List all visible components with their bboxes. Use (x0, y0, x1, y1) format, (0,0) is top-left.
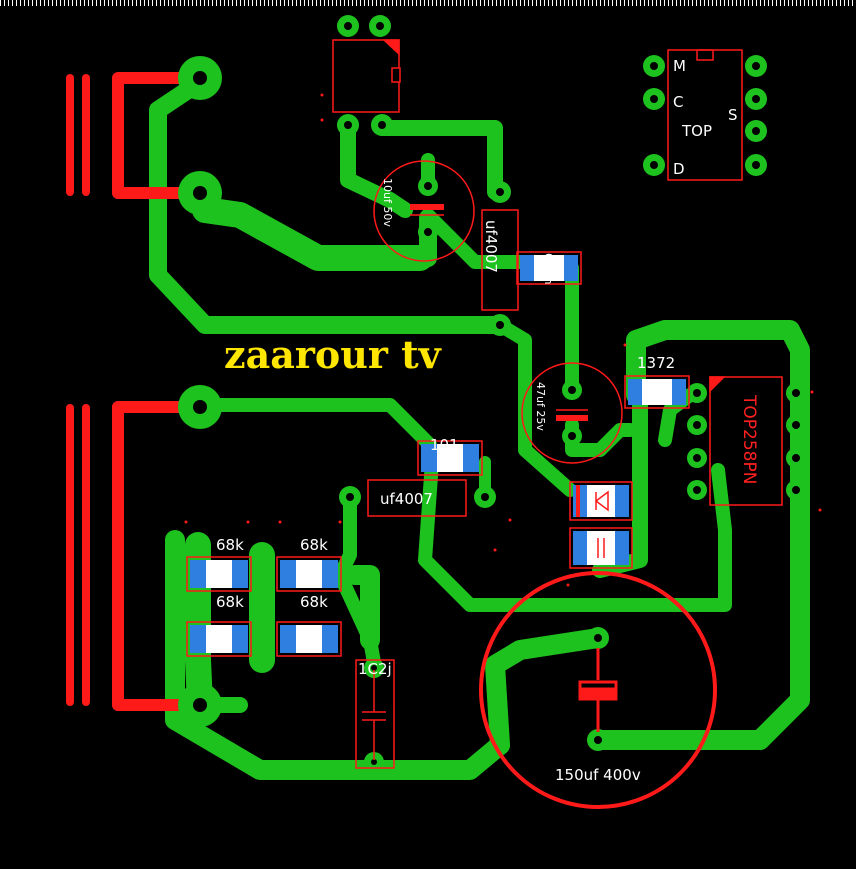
diode-d2-outline (367, 479, 467, 517)
silkscreen (186, 39, 783, 809)
cap-47uf-outline (521, 362, 623, 464)
ic-top258-label: TOP258PN (739, 394, 759, 484)
resistor-r4-label: 68k (300, 593, 328, 611)
through-hole-pads (178, 15, 806, 772)
resistor-r2-label: 68k (300, 536, 328, 554)
resistor-r1-label: 68k (216, 536, 244, 554)
diode-d1-outline (481, 209, 519, 311)
resistor-r3-label: 68k (216, 593, 244, 611)
resistor-6ohm-outline (516, 251, 582, 285)
ic-top-pin-s: S (728, 106, 738, 124)
ic-top-label: TOP (681, 122, 712, 140)
cap-1c2j-label: 1C2j (358, 660, 392, 678)
cap-150uf-label: 150uf 400v (555, 766, 641, 784)
top-ruler (0, 0, 856, 6)
cap-1c2j-outline (355, 659, 395, 769)
cap-10uf-label: 10uf 50v (381, 178, 394, 227)
input-connector-traces (66, 72, 206, 711)
resistor-6ohm-label: 6hom (542, 253, 555, 284)
resistor-101-outline (417, 440, 483, 476)
ic-top258-outline (709, 376, 783, 506)
marker-dots (184, 93, 822, 587)
optocoupler-outline (332, 39, 400, 113)
component-labels: zaarour tv M C D S TOP 10uf 50v uf4007 6… (216, 57, 759, 784)
brand-label: zaarour tv (224, 332, 443, 377)
ic-top-pin-c: C (673, 93, 683, 111)
diode-d2-label: uf4007 (380, 490, 433, 508)
cap-150uf-outline (479, 571, 717, 809)
resistor-1372-label: 1372 (637, 354, 675, 372)
ic-top-pin-m: M (673, 57, 686, 75)
cap-10uf-outline (373, 160, 475, 262)
resistor-101-label: 101 (430, 436, 459, 454)
ic-top-pin-d: D (673, 160, 685, 178)
resistor-1372-outline (624, 375, 690, 409)
diode-d1-label: uf4007 (482, 220, 500, 273)
cap-47uf-label: 47uf 25v (534, 382, 547, 431)
smd-pads (190, 255, 686, 653)
